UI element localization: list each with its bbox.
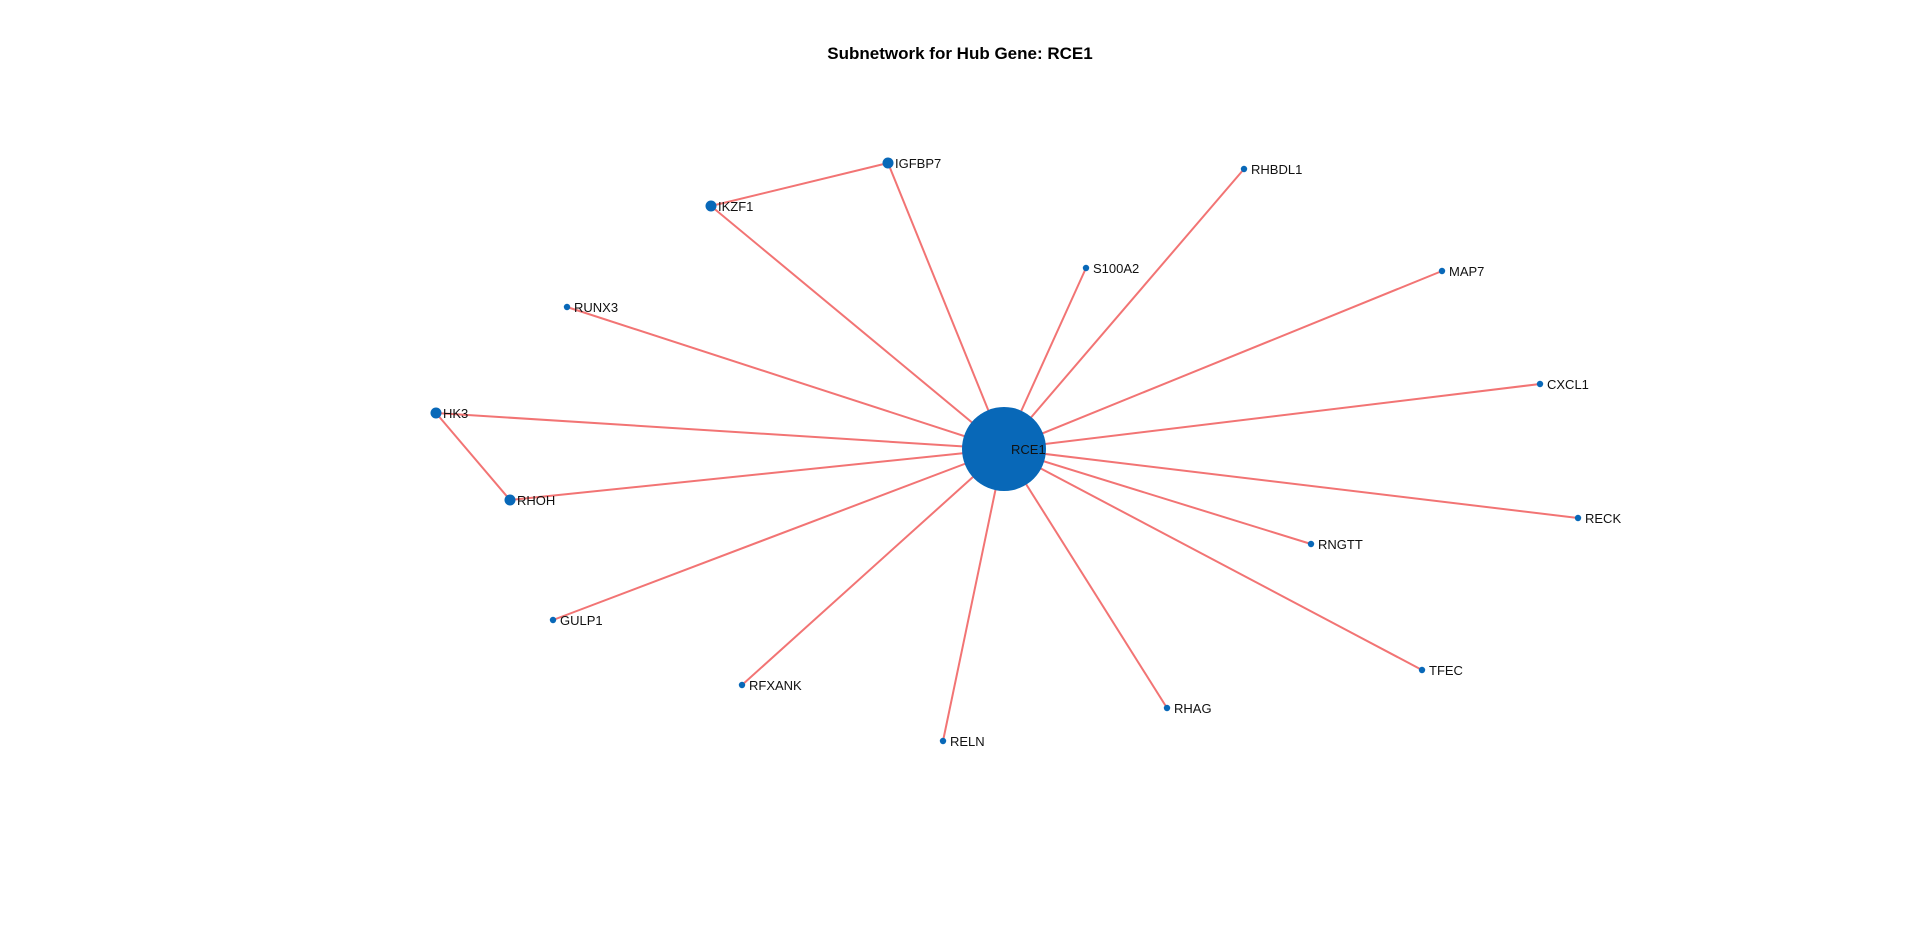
node-label-reln: RELN [950, 734, 985, 749]
node-label-runx3: RUNX3 [574, 300, 618, 315]
node-label-rhoh: RHOH [517, 493, 555, 508]
edge-rce1-reck [1003, 448, 1579, 519]
node-rhbdl1 [1240, 165, 1248, 173]
node-label-map7: MAP7 [1449, 264, 1484, 279]
node-label-tfec: TFEC [1429, 663, 1463, 678]
edge-rce1-cxcl1 [1003, 383, 1541, 450]
edge-rce1-gulp1 [552, 448, 1005, 621]
node-reln [939, 737, 947, 745]
node-rhag [1163, 704, 1171, 712]
edge-rce1-rhag [1003, 448, 1168, 709]
node-map7 [1438, 267, 1446, 275]
node-ikzf1 [705, 200, 717, 212]
edge-rce1-map7 [1003, 270, 1443, 450]
edge-rce1-tfec [1003, 448, 1423, 671]
node-label-rce1: RCE1 [1011, 442, 1046, 457]
edge-rce1-rhoh [509, 448, 1005, 501]
edge-rce1-rhbdl1 [1003, 168, 1245, 450]
node-rngtt [1307, 540, 1315, 548]
node-label-cxcl1: CXCL1 [1547, 377, 1589, 392]
node-label-gulp1: GULP1 [560, 613, 603, 628]
node-hk3 [430, 407, 442, 419]
nodes-layer [430, 157, 1582, 745]
node-label-hk3: HK3 [443, 406, 468, 421]
node-label-rhag: RHAG [1174, 701, 1212, 716]
node-label-igfbp7: IGFBP7 [895, 156, 941, 171]
node-rfxank [738, 681, 746, 689]
edge-rce1-ikzf1 [710, 205, 1005, 450]
edge-rce1-hk3 [435, 412, 1005, 450]
node-label-rfxank: RFXANK [749, 678, 802, 693]
edge-ikzf1-igfbp7 [710, 162, 889, 207]
node-label-ikzf1: IKZF1 [718, 199, 753, 214]
node-igfbp7 [882, 157, 894, 169]
node-s100a2 [1082, 264, 1090, 272]
node-reck [1574, 514, 1582, 522]
node-cxcl1 [1536, 380, 1544, 388]
node-gulp1 [549, 616, 557, 624]
edge-rce1-runx3 [566, 306, 1005, 450]
edge-rce1-reln [942, 448, 1005, 742]
chart-title: Subnetwork for Hub Gene: RCE1 [827, 44, 1093, 63]
edges-layer [435, 162, 1579, 742]
edge-hk3-rhoh [435, 412, 511, 501]
node-rce1 [962, 407, 1046, 491]
edge-rce1-igfbp7 [887, 162, 1005, 450]
node-label-s100a2: S100A2 [1093, 261, 1139, 276]
node-label-reck: RECK [1585, 511, 1621, 526]
node-label-rngtt: RNGTT [1318, 537, 1363, 552]
node-rhoh [504, 494, 516, 506]
node-tfec [1418, 666, 1426, 674]
edge-rce1-rfxank [741, 448, 1005, 686]
node-runx3 [563, 303, 571, 311]
node-label-rhbdl1: RHBDL1 [1251, 162, 1302, 177]
edge-rce1-rngtt [1003, 448, 1312, 545]
